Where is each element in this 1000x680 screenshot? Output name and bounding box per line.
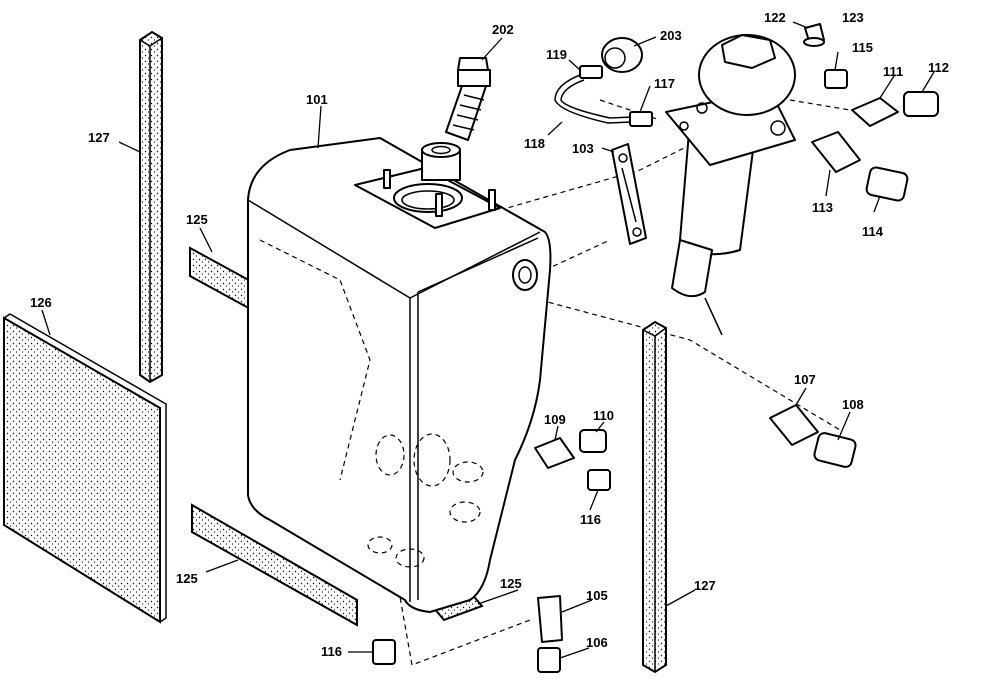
adapter-107 [769, 404, 819, 446]
cap-106 [537, 647, 561, 673]
callout-202: 202 [492, 22, 514, 37]
callout-116-bottom: 116 [321, 644, 342, 659]
plug-116-bottom [372, 639, 396, 665]
callout-101: 101 [306, 92, 328, 107]
sight-gauge-103 [611, 143, 647, 245]
callout-107: 107 [794, 372, 816, 387]
callout-115: 115 [852, 40, 873, 55]
callout-123: 123 [842, 10, 864, 25]
callout-119: 119 [546, 47, 567, 62]
adapter-109 [534, 437, 575, 469]
callout-125-bottom: 125 [176, 571, 198, 586]
callout-122: 122 [764, 10, 786, 25]
cap-203 [601, 37, 643, 73]
hose-118 [554, 65, 653, 127]
adapter-111 [851, 97, 899, 127]
callout-111: 111 [883, 64, 903, 79]
filter-housing [665, 34, 796, 336]
strip-127-right [642, 320, 667, 674]
strainer-202 [445, 57, 491, 141]
callout-127-left: 127 [88, 130, 110, 145]
washer-123 [803, 37, 825, 47]
callout-105: 105 [586, 588, 608, 603]
callout-108: 108 [842, 397, 864, 412]
assembly-lines [259, 99, 851, 666]
callout-125-under: 125 [500, 576, 522, 591]
pad-125-bottom [191, 503, 358, 627]
adapter-113 [811, 131, 861, 173]
callout-106: 106 [586, 635, 608, 650]
plug-116-right [587, 469, 611, 491]
callout-118: 118 [524, 136, 545, 151]
callout-114: 114 [862, 224, 884, 239]
cap-110 [579, 429, 607, 453]
plug-115 [824, 69, 848, 89]
strip-127-left [139, 30, 163, 384]
callout-110: 110 [593, 408, 614, 423]
callout-116-right: 116 [580, 512, 601, 527]
callout-109: 109 [544, 412, 566, 427]
tank-101 [247, 137, 552, 613]
callout-203: 203 [660, 28, 682, 43]
cap-108 [813, 432, 857, 468]
callout-127-right: 127 [694, 578, 716, 593]
callout-125-top: 125 [186, 212, 208, 227]
callout-labels: 101 127 125 126 125 125 202 203 119 117 … [30, 10, 949, 659]
callout-103: 103 [572, 141, 594, 156]
callout-112: 112 [928, 60, 949, 75]
callout-113: 113 [812, 200, 833, 215]
callout-117: 117 [654, 76, 675, 91]
cap-114 [865, 166, 909, 202]
leader-lines [41, 21, 935, 659]
cap-112 [903, 91, 939, 117]
adapter-105 [537, 595, 563, 643]
callout-126: 126 [30, 295, 52, 310]
panel-126 [3, 313, 167, 624]
